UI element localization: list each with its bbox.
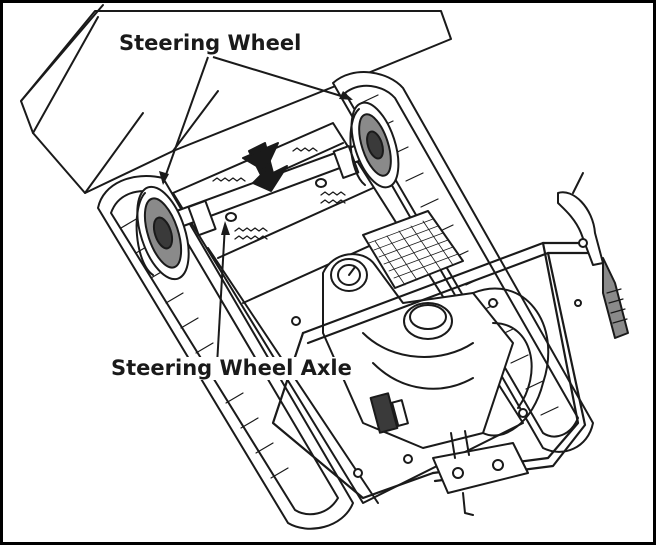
leader-left-steering-wheel — [162, 56, 209, 184]
air-filter-housing — [362, 210, 464, 289]
machine-illustration — [20, 4, 629, 530]
engine — [322, 253, 550, 449]
axle-springs — [212, 147, 346, 240]
rear-mount-plate — [432, 430, 529, 516]
leader-steering-wheel-axle — [216, 224, 226, 366]
direction-arrow — [242, 142, 288, 192]
steering-wheel-label: Steering Wheel — [119, 31, 302, 56]
arrowhead-steering-wheel-axle — [221, 221, 230, 235]
steering-wheel-axle-label: Steering Wheel Axle — [111, 356, 352, 381]
callout-arrowheads — [159, 91, 353, 235]
arrowhead-right-steering-wheel — [339, 91, 353, 100]
right-steering-wheel — [349, 101, 400, 189]
callout-leaders — [162, 56, 352, 366]
control-handle — [557, 172, 629, 339]
leader-right-steering-wheel — [212, 56, 352, 100]
arrowhead-left-steering-wheel — [159, 171, 169, 185]
left-steering-wheel — [135, 185, 190, 281]
